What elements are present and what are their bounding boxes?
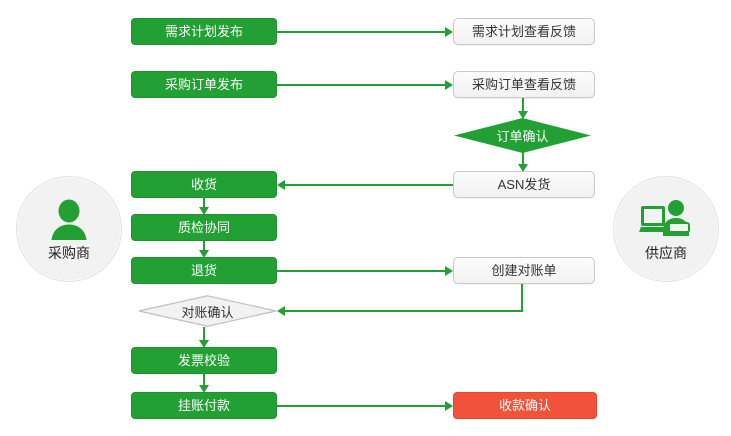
edge-receive-to-quality [203,198,205,212]
edge-quality-to-return-arrow [199,250,209,258]
node-create-statement[interactable]: 创建对账单 [453,257,595,284]
actor-label: 采购商 [48,245,90,261]
edge-confirm-to-invoice-arrow [199,340,209,348]
edge-po-to-confirm-arrow [518,111,528,119]
actor-buyer[interactable]: 采购商 [16,176,122,282]
node-label: 订单确认 [496,129,549,144]
edge-quality-to-return [203,241,205,255]
edge-statement-to-confirm-arrow [277,306,285,316]
node-quality-check[interactable]: 质检协同 [131,214,277,241]
edge-receive-to-quality-arrow [199,207,209,215]
node-demand-plan-publish[interactable]: 需求计划发布 [131,18,277,45]
node-order-confirm[interactable]: 订单确认 [454,118,591,153]
edge-payment-to-receipt [277,405,445,407]
edge-demand-plan [277,31,445,33]
node-return-goods[interactable]: 退货 [131,257,277,284]
node-asn-ship[interactable]: ASN发货 [453,171,595,198]
node-label: 退货 [190,263,217,278]
node-receipt-confirm[interactable]: 收款确认 [453,392,597,419]
edge-return-to-statement-arrow [445,266,453,276]
node-statement-confirm[interactable]: 对账确认 [138,295,277,327]
node-label: 发票校验 [177,353,230,368]
node-po-publish[interactable]: 采购订单发布 [131,71,277,98]
node-invoice-verify[interactable]: 发票校验 [131,347,277,374]
node-label: 收货 [190,177,217,192]
node-label: 创建对账单 [491,263,557,278]
node-label: 挂账付款 [177,398,230,413]
edge-asn-to-receive [285,184,453,186]
edge-po-publish [277,84,445,86]
node-label: 采购订单查看反馈 [471,77,576,92]
actor-supplier[interactable]: 供应商 [613,176,719,282]
edge-payment-to-receipt-arrow [445,401,453,411]
actor-label: 供应商 [645,245,687,261]
edge-confirm-to-asn [522,152,524,172]
person-at-computer-icon [639,200,690,236]
edge-po-publish-arrow [445,80,453,90]
node-label: ASN发货 [497,177,551,192]
node-label: 对账确认 [181,304,234,320]
node-label: 采购订单发布 [164,77,243,92]
edge-confirm-to-asn-arrow [518,164,528,172]
diamond-shape [454,118,591,153]
edge-invoice-to-payment-arrow [199,385,209,393]
node-label: 质检协同 [177,220,230,235]
person-icon [51,199,87,240]
edge-return-to-statement [277,270,445,272]
diamond-shape [138,295,277,327]
edge-po-to-confirm [522,98,524,118]
node-po-feedback[interactable]: 采购订单查看反馈 [453,71,595,98]
node-demand-plan-feedback[interactable]: 需求计划查看反馈 [453,18,595,45]
node-payment-posting[interactable]: 挂账付款 [131,392,277,419]
edge-statement-left [285,310,523,312]
edge-confirm-to-invoice [203,327,205,342]
node-label: 需求计划发布 [164,24,243,39]
edge-invoice-to-payment [203,374,205,386]
edge-asn-to-receive-arrow [277,180,285,190]
edge-statement-down [521,284,523,312]
node-label: 收款确认 [498,398,551,413]
node-label: 需求计划查看反馈 [471,24,576,39]
node-receive-goods[interactable]: 收货 [131,171,277,198]
edge-demand-plan-arrow [445,27,453,37]
